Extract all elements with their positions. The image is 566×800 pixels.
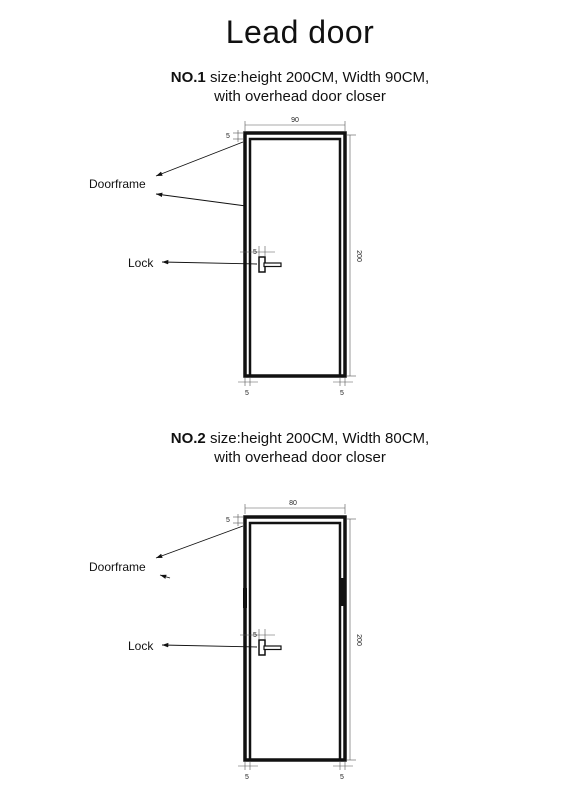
door2-spec: NO.2 size:height 200CM, Width 80CM, with… bbox=[0, 429, 566, 467]
door1-label-lock: Lock bbox=[128, 256, 154, 270]
door2-hinge-right bbox=[341, 578, 346, 606]
door2-lock-dim-value: 5 bbox=[253, 632, 257, 639]
door1-drawing: 90 5 200 5 5 5 bbox=[89, 117, 362, 397]
page-title: Lead door bbox=[225, 14, 375, 50]
door1-height-dimension bbox=[347, 134, 356, 377]
door1-height-value: 200 bbox=[355, 250, 362, 262]
door2-doorframe bbox=[243, 515, 347, 762]
door2-door-leaf bbox=[248, 521, 342, 762]
door2-number: NO.2 bbox=[170, 430, 206, 447]
door2-label-doorframe: Doorframe bbox=[89, 560, 146, 574]
door1-doorframe bbox=[243, 131, 347, 378]
door1-label-doorframe: Doorframe bbox=[89, 177, 146, 191]
door2-doorframe-arrow-short bbox=[159, 574, 171, 579]
door2-size-line: NO.2 size:height 200CM, Width 80CM, bbox=[0, 429, 566, 448]
door1-bottom-right-value: 5 bbox=[340, 390, 344, 397]
door1-lock-dim-value: 5 bbox=[253, 249, 257, 256]
door1-lock-dimension bbox=[240, 246, 275, 256]
door1-lock bbox=[258, 256, 282, 273]
door2-label-lock: Lock bbox=[128, 639, 154, 653]
door2-lock bbox=[258, 639, 282, 656]
door1-frame-value: 5 bbox=[226, 133, 230, 140]
door1-number: NO.1 bbox=[170, 69, 206, 86]
door2-height-value: 200 bbox=[355, 634, 362, 646]
door2-width-value: 80 bbox=[289, 500, 297, 507]
door2-bottom-dimensions bbox=[238, 762, 353, 770]
door2-lock-arrow bbox=[161, 642, 258, 648]
door2-drawing: 80 5 200 5 5 5 bbox=[89, 500, 362, 781]
door2-bottom-left-value: 5 bbox=[245, 774, 249, 781]
door1-closer: with overhead door closer bbox=[214, 88, 386, 105]
door2-frame-dimension bbox=[233, 514, 244, 526]
door1-door-leaf bbox=[248, 137, 342, 378]
door1-size-line: NO.1 size:height 200CM, Width 90CM, bbox=[0, 68, 566, 87]
door2-lock-dimension bbox=[240, 629, 275, 639]
door2-hinge-left bbox=[243, 588, 247, 608]
door1-bottom-left-value: 5 bbox=[245, 390, 249, 397]
door1-lock-arrow bbox=[161, 259, 258, 265]
door1-doorframe-arrow-top bbox=[155, 141, 244, 177]
door1-width-dimension bbox=[244, 121, 346, 131]
door2-frame-value: 5 bbox=[226, 517, 230, 524]
door1-bottom-dimensions bbox=[238, 378, 353, 386]
door2-size: size:height 200CM, Width 80CM, bbox=[205, 430, 430, 447]
door2-doorframe-arrow-top bbox=[155, 525, 244, 559]
door1-frame-dimension bbox=[233, 130, 244, 142]
door2-bottom-right-value: 5 bbox=[340, 774, 344, 781]
door1-width-value: 90 bbox=[291, 117, 299, 124]
door2-closer: with overhead door closer bbox=[214, 449, 386, 466]
door1-spec: NO.1 size:height 200CM, Width 90CM, with… bbox=[0, 68, 566, 106]
door2-height-dimension bbox=[347, 518, 356, 761]
door2-width-dimension bbox=[244, 504, 346, 514]
door1-doorframe-arrow-side bbox=[155, 192, 247, 207]
door1-size: size:height 200CM, Width 90CM, bbox=[205, 69, 430, 86]
